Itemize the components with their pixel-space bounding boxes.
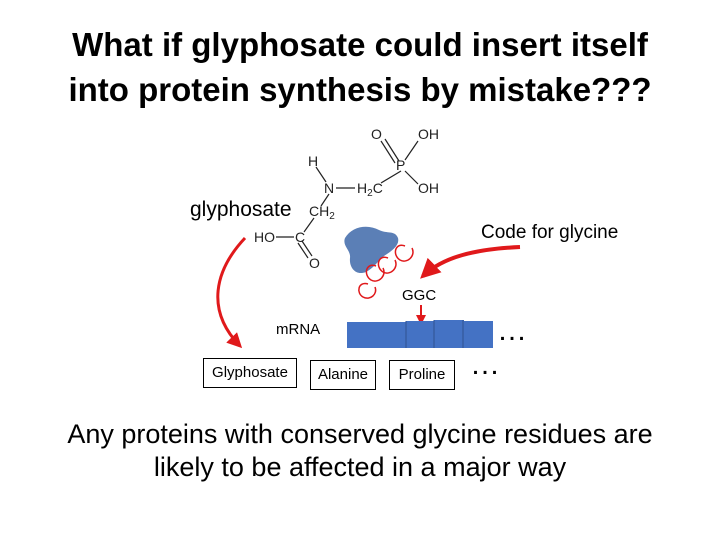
glyphosate-arrow	[216, 236, 247, 349]
mrna-segment	[406, 321, 435, 348]
footer-line-1: Any proteins with conserved glycine resi…	[67, 419, 653, 449]
glyphosate-label: glyphosate	[190, 198, 292, 221]
atom-oh-bottom: OH	[418, 180, 439, 196]
atom-h2c-suffix: C	[373, 180, 383, 196]
title-line-1: What if glyphosate could insert itself	[72, 26, 648, 63]
atom-h2c-prefix: H	[357, 180, 367, 196]
mrna-label: mRNA	[276, 321, 320, 338]
atom-ch2-prefix: CH	[309, 203, 329, 219]
atom-h2c-sub: 2	[367, 188, 373, 199]
title-line-2: into protein synthesis by mistake???	[68, 71, 652, 108]
glycine-code-arrow	[420, 245, 521, 279]
proline-box: Proline	[389, 360, 455, 390]
mrna-segment	[434, 320, 464, 348]
glyphosate-structure: O OH H P N H2C OH CH2 HO C O	[254, 126, 439, 271]
atom-n: N	[324, 180, 334, 196]
trna-loop-2	[377, 256, 397, 274]
atom-c: C	[295, 229, 305, 245]
footer-line-2: likely to be affected in a major way	[153, 452, 567, 482]
trna-loop-1	[394, 244, 414, 262]
atom-oh-top: OH	[418, 126, 439, 142]
ggc-label: GGC	[402, 287, 436, 304]
ellipsis-bottom: …	[470, 348, 500, 381]
alanine-box: Alanine	[310, 360, 376, 390]
footer-text: Any proteins with conserved glycine resi…	[20, 418, 700, 484]
atom-o-top: O	[371, 126, 382, 142]
atom-ch2: CH2	[309, 203, 335, 222]
mrna-strand	[347, 320, 493, 348]
atom-h: H	[308, 153, 318, 169]
trna-loop-4	[358, 282, 377, 299]
atom-ho: HO	[254, 229, 275, 245]
code-for-glycine-label: Code for glycine	[481, 222, 618, 243]
mrna-segment	[347, 322, 407, 348]
slide-title: What if glyphosate could insert itself i…	[20, 22, 700, 112]
trna-loop-3	[365, 264, 385, 282]
glyphosate-box: Glyphosate	[203, 358, 297, 388]
ellipsis-top: …	[497, 314, 527, 347]
atom-o-bottom: O	[309, 255, 320, 271]
atom-p: P	[396, 157, 405, 173]
atom-ch2-sub: 2	[329, 211, 335, 222]
atom-h2c: H2C	[357, 180, 383, 199]
trna-loops	[358, 244, 414, 299]
mrna-segment	[463, 321, 493, 348]
ribosome-shape	[344, 226, 399, 274]
